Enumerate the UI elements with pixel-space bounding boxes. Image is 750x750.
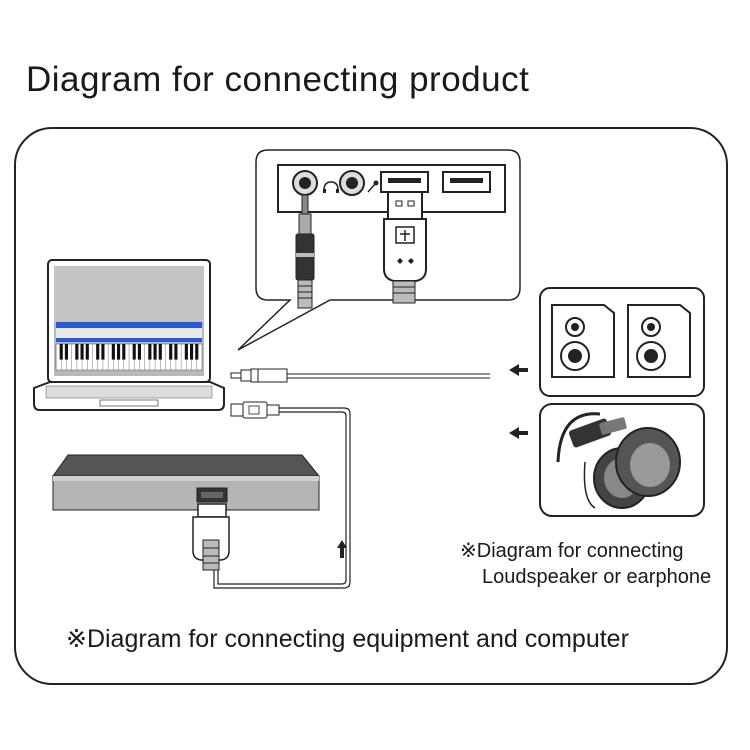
usb-port-2 xyxy=(442,171,491,193)
device-usb-plug xyxy=(192,503,230,571)
left-arrow-icon xyxy=(509,427,528,439)
black-key xyxy=(174,344,178,360)
speaker-left xyxy=(551,304,615,378)
laptop xyxy=(33,259,225,411)
side-caption-line2: Loudspeaker or earphone xyxy=(482,566,712,588)
headphones xyxy=(539,403,705,517)
black-key xyxy=(117,344,121,360)
black-key xyxy=(122,344,126,360)
side-caption-line1: ※Diagram for connecting xyxy=(460,540,684,562)
black-key xyxy=(153,344,157,360)
left-arrow-icon xyxy=(509,364,528,376)
headphone-icon xyxy=(323,181,339,193)
microphone-icon xyxy=(367,180,379,193)
black-key xyxy=(96,344,100,360)
black-key xyxy=(132,344,136,360)
audio-plug xyxy=(295,194,315,309)
diagram-frame xyxy=(14,127,728,685)
black-key xyxy=(85,344,89,360)
black-key xyxy=(59,344,63,360)
page-title: Diagram for connecting product xyxy=(26,60,530,99)
usb-plug xyxy=(383,191,427,304)
keyboard-device xyxy=(52,454,321,511)
port-callout xyxy=(237,149,521,351)
black-key xyxy=(80,344,84,360)
up-arrow-icon xyxy=(337,540,347,558)
speaker-right xyxy=(627,304,691,378)
black-key xyxy=(158,344,162,360)
main-caption: ※Diagram for connecting equipment and co… xyxy=(66,625,629,653)
usb-cable xyxy=(213,401,351,589)
audio-cable xyxy=(230,368,490,383)
usb-icon xyxy=(395,226,415,244)
mic-port xyxy=(339,170,379,196)
black-key xyxy=(137,344,141,360)
black-key xyxy=(64,344,68,360)
headphone-port xyxy=(292,170,339,196)
piano-keys xyxy=(55,343,203,371)
usb-port-1 xyxy=(380,171,429,193)
black-key xyxy=(75,344,79,360)
black-key xyxy=(111,344,115,360)
side-caption: ※Diagram for connecting Loudspeaker or e… xyxy=(460,538,711,590)
black-key xyxy=(195,344,199,360)
black-key xyxy=(184,344,188,360)
black-key xyxy=(148,344,152,360)
speakers xyxy=(539,287,705,397)
black-key xyxy=(101,344,105,360)
black-key xyxy=(190,344,194,360)
black-key xyxy=(169,344,173,360)
